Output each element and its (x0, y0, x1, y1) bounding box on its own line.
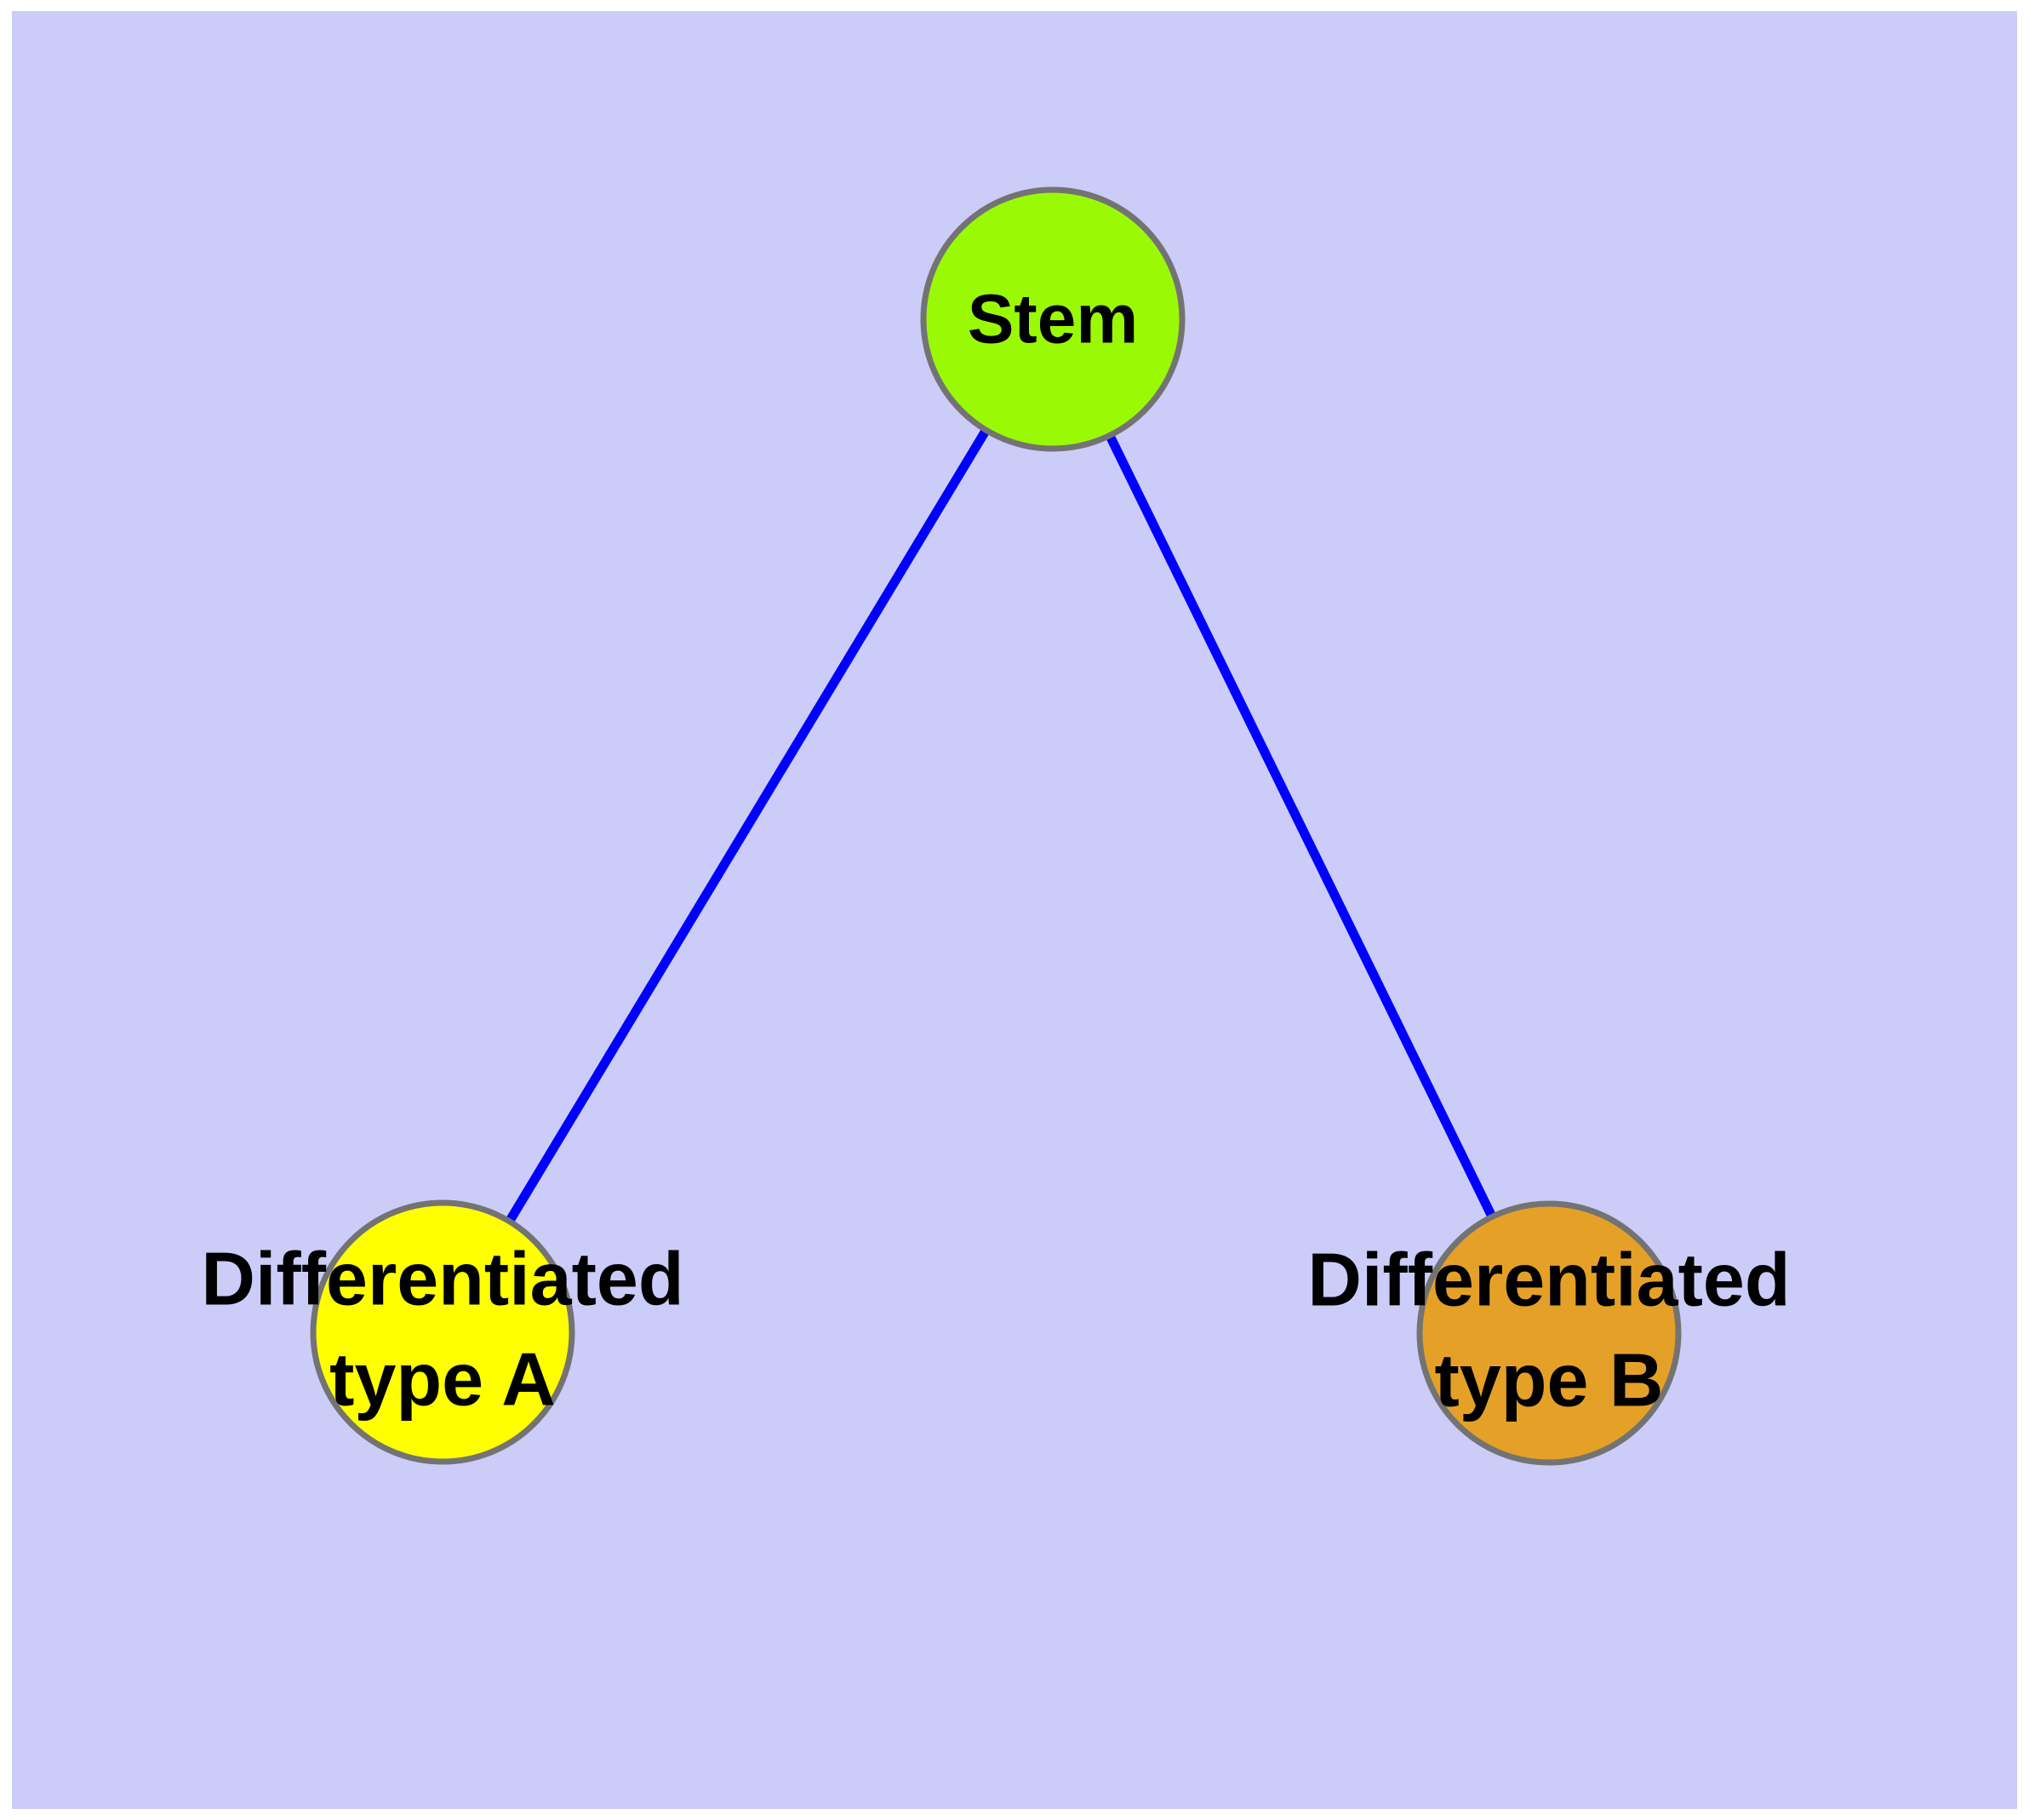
node-stem-circle[interactable] (920, 186, 1186, 452)
node-diff-a-label-line1: Differentiated (201, 1237, 683, 1321)
edge-stem-to-diff-b[interactable] (1049, 317, 1553, 1336)
node-diff-b[interactable] (1416, 1200, 1682, 1466)
node-diff-b-label-line1: Differentiated (1307, 1238, 1790, 1322)
diagram-canvas: Stem Differentiated type A Differentiate… (12, 11, 2017, 1809)
node-diff-b-circle[interactable] (1416, 1200, 1682, 1466)
node-layer (310, 186, 1682, 1466)
edge-layer (438, 317, 1553, 1336)
edge-stem-to-diff-a[interactable] (438, 317, 1057, 1335)
node-stem-label: Stem (968, 281, 1139, 358)
label-layer: Stem Differentiated type A Differentiate… (201, 281, 1790, 1422)
node-diff-a-label: Differentiated type A (201, 1237, 683, 1422)
node-diff-b-label: Differentiated type B (1307, 1238, 1790, 1422)
graph-svg: Stem Differentiated type A Differentiate… (201, 186, 1791, 1466)
node-diff-a-label-line2: type A (329, 1337, 556, 1422)
node-diff-a-circle[interactable] (310, 1199, 575, 1465)
node-diff-b-label-line2: type B (1435, 1338, 1664, 1422)
node-diff-a[interactable] (310, 1199, 575, 1465)
node-stem[interactable] (920, 186, 1186, 452)
